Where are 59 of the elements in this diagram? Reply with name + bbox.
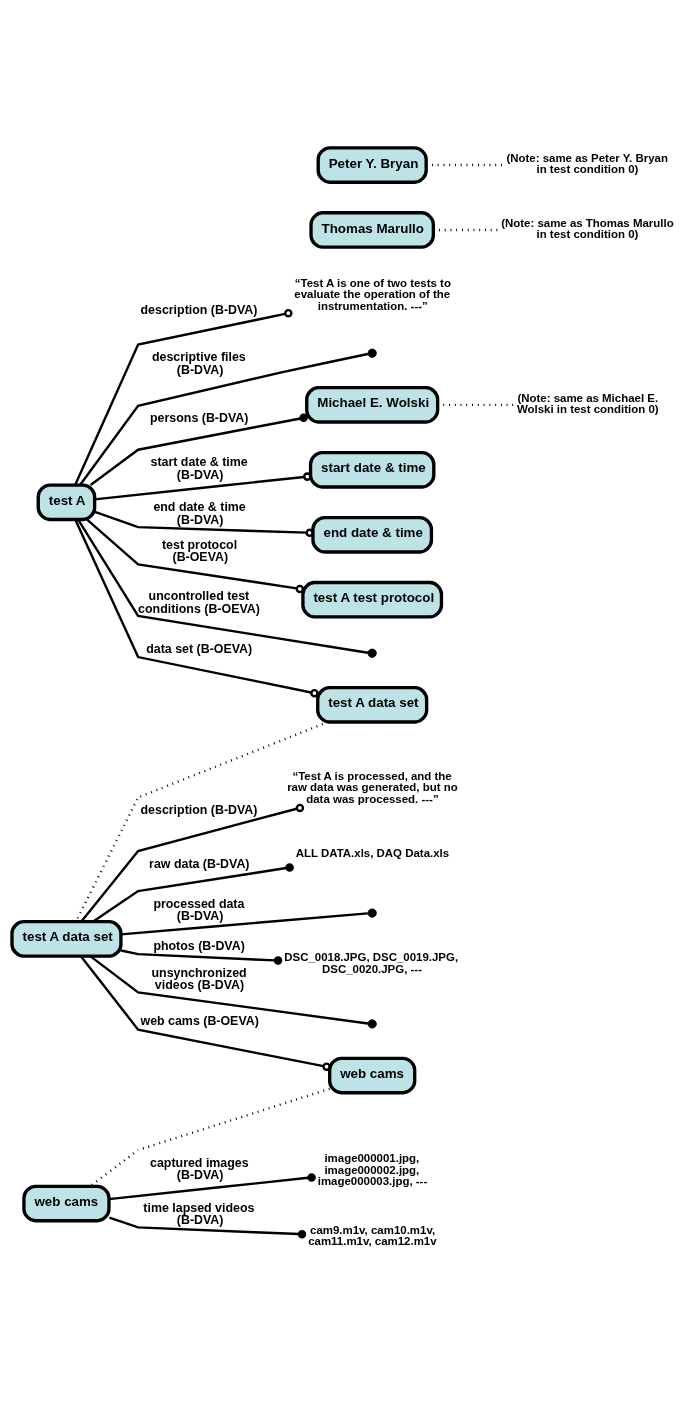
edge-label: captured images (B-DVA) <box>150 1155 249 1182</box>
connector <box>80 803 305 922</box>
connector <box>120 948 283 965</box>
edge-label: start date & time (B-DVA) <box>150 454 248 482</box>
connector <box>89 1087 330 1187</box>
node-box: Peter Y. Bryan <box>316 145 428 184</box>
node-box: end date & time <box>311 515 434 554</box>
node-text: ALL DATA.xls, DAQ Data.xls <box>295 846 450 859</box>
node-box: web cams <box>328 1056 417 1094</box>
connector <box>79 352 369 486</box>
node-circle <box>367 1018 377 1029</box>
edge-label: photos (B-DVA) <box>153 938 245 953</box>
node-box: test A test protocol <box>301 580 444 619</box>
edge-label: test protocol (B-OEVA) <box>162 537 238 564</box>
node-box: start date & time <box>308 450 436 489</box>
node-circle <box>367 348 377 358</box>
node-box: Thomas Marullo <box>309 210 435 249</box>
connector <box>108 1172 316 1200</box>
connector <box>120 911 368 936</box>
node-box: test A data set <box>10 919 123 958</box>
connector <box>77 518 369 654</box>
node-box: test A <box>36 482 97 521</box>
edge-label: persons (B-DVA) <box>150 410 249 425</box>
connector <box>92 862 294 923</box>
connector <box>74 308 293 485</box>
node-text: (Note: same as Michael E. Wolski in test condition 0) <box>516 391 659 415</box>
edge-label: data set (B-OEVA) <box>146 641 253 656</box>
connector <box>89 954 369 1025</box>
node-text: “Test A is one of two tests to evaluate the operation of the instrumentation. ---” <box>294 276 451 312</box>
connector <box>94 471 312 501</box>
node-text: cam9.m1v, cam10.m1v, cam11.m1v, cam12.m1v <box>308 1223 437 1247</box>
node-circle <box>367 648 377 658</box>
node-text: (Note: same as Thomas Marullo in test condition 0) <box>501 216 674 240</box>
node-box: web cams <box>22 1184 111 1222</box>
edge-label: time lapsed videos (B-DVA) <box>143 1200 255 1227</box>
node-text: image000001.jpg, image000002.jpg, image000003.jpg, --- <box>317 1151 428 1187</box>
edge-label: raw data (B-DVA) <box>149 856 250 871</box>
connector <box>89 413 308 486</box>
edge-label: unsynchronized videos (B-DVA) <box>151 965 247 992</box>
edge-label: processed data (B-DVA) <box>153 896 245 923</box>
node-text: DSC_0018.JPG, DSC_0019.JPG, DSC_0020.JPG, --- <box>284 950 459 975</box>
edge-label: descriptive files (B-DVA) <box>151 349 246 377</box>
node-text: “Test A is processed, and the raw data was generated, but no data was processed. ---” <box>287 769 458 805</box>
node-box: test A data set <box>316 685 429 724</box>
connector <box>75 720 329 922</box>
edge-label: description (B-DVA) <box>140 802 258 817</box>
edge-label: uncontrolled test conditions (B-OEVA) <box>138 588 260 616</box>
connector <box>108 1216 307 1238</box>
connector <box>94 510 314 537</box>
node-circle <box>367 908 377 918</box>
edge-label: end date & time (B-DVA) <box>153 499 246 527</box>
edge-label: description (B-DVA) <box>140 302 258 317</box>
connector <box>426 163 504 166</box>
connector <box>80 955 331 1071</box>
connector <box>86 518 305 593</box>
node-text: (Note: same as Peter Y. Bryan in test condition 0) <box>506 151 668 175</box>
connector <box>74 518 319 697</box>
edge-label: web cams (B-OEVA) <box>140 1013 259 1028</box>
node-box: Michael E. Wolski <box>305 385 440 424</box>
